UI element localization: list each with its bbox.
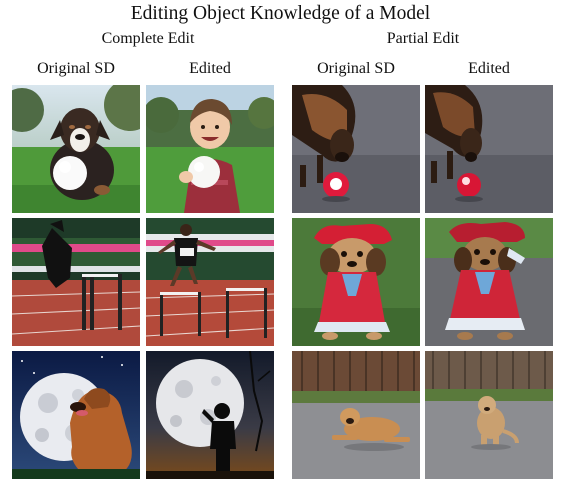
complete-edit-heading: Complete Edit	[101, 30, 195, 47]
image-dog-and-red-ball-edited	[425, 85, 553, 213]
image-dog-and-moon-original	[12, 351, 140, 479]
column-heading-edited-partial: Edited	[468, 60, 510, 77]
image-dog-sitting-on-road-edited	[425, 351, 553, 479]
image-child-with-ball-edited	[146, 85, 274, 213]
figure-title: Editing Object Knowledge of a Model	[130, 3, 431, 24]
image-dog-in-dress-edited	[425, 218, 553, 346]
image-person-and-moon-edited	[146, 351, 274, 479]
image-dog-hurdles-original	[12, 218, 140, 346]
partial-edit-heading: Partial Edit	[386, 30, 460, 47]
image-dog-in-dress-original	[292, 218, 420, 346]
column-heading-original-sd-partial: Original SD	[317, 60, 395, 77]
image-dog-and-red-ball-original	[292, 85, 420, 213]
column-heading-edited-complete: Edited	[189, 60, 231, 77]
image-dog-with-ball-original	[12, 85, 140, 213]
image-athlete-hurdles-edited	[146, 218, 274, 346]
image-dog-lying-on-road-original	[292, 351, 420, 479]
column-heading-original-sd-complete: Original SD	[37, 60, 115, 77]
